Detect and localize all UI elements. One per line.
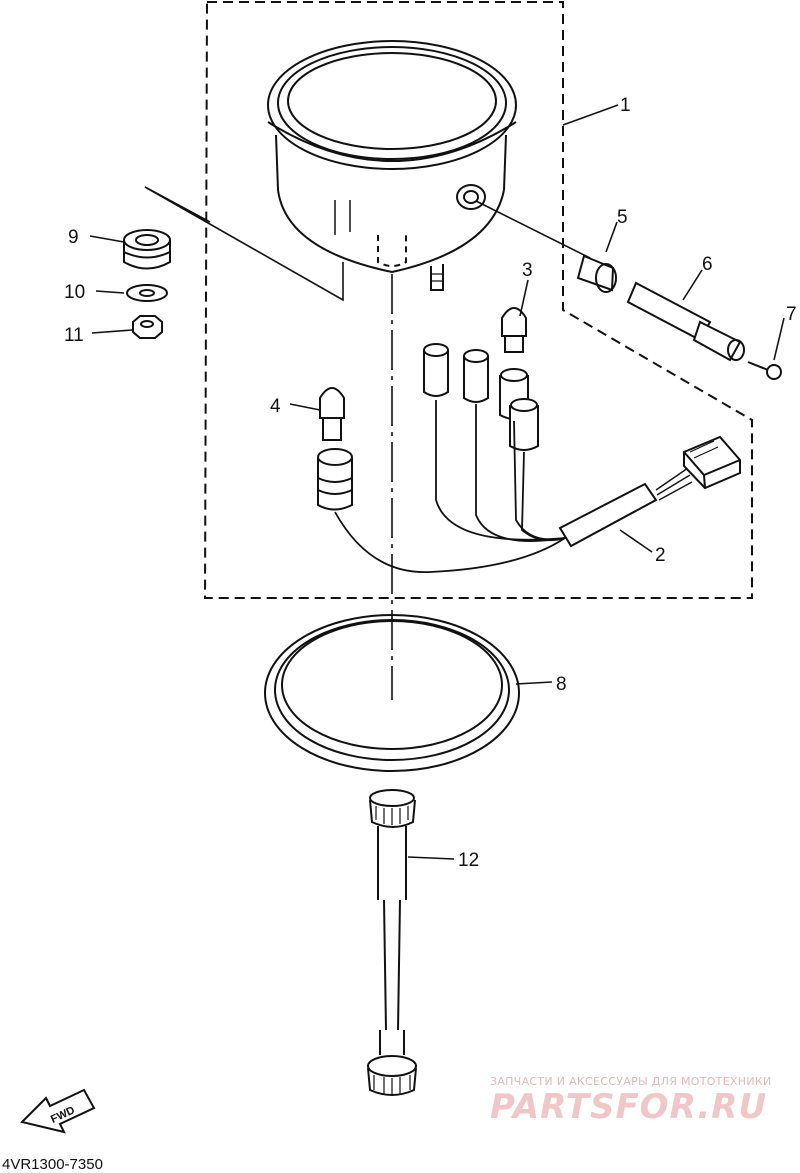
tube — [626, 281, 745, 362]
callout-7: 7 — [786, 304, 797, 325]
callout-2: 2 — [655, 545, 666, 566]
screw — [747, 361, 782, 380]
watermark-tagline: ЗАПЧАСТИ И АКСЕССУАРЫ ДЛЯ МОТОТЕХНИКИ — [490, 1075, 772, 1088]
callout-1: 1 — [620, 95, 631, 116]
leader-lines — [89, 104, 785, 860]
harness-sleeve — [558, 482, 658, 548]
bulb-3 — [501, 307, 527, 353]
callout-9: 9 — [68, 227, 79, 248]
meter-cable — [367, 789, 417, 1096]
callout-4: 4 — [270, 396, 281, 417]
callout-6: 6 — [702, 254, 713, 275]
bulb-4 — [319, 387, 345, 441]
grommet — [123, 229, 171, 270]
callout-11: 11 — [64, 325, 84, 346]
socket-d — [509, 398, 539, 451]
assembly-boundary — [203, 1, 753, 599]
nut — [132, 315, 163, 339]
socket-a — [423, 343, 449, 397]
callout-8: 8 — [556, 674, 567, 695]
socket-large — [317, 448, 353, 511]
washer — [126, 284, 168, 302]
meter-housing — [267, 40, 517, 291]
callout-3: 3 — [522, 260, 533, 281]
callout-5: 5 — [617, 207, 628, 228]
collar — [475, 200, 617, 293]
drawing-code: 4VR1300-7350 — [2, 1156, 103, 1173]
connector — [683, 435, 741, 490]
fwd-arrow-icon — [20, 1088, 96, 1134]
callout-12: 12 — [458, 850, 479, 871]
reference-line — [144, 186, 344, 302]
callout-10: 10 — [64, 282, 85, 303]
watermark-logo: PARTSFOR.RU — [490, 1087, 768, 1127]
socket-b — [463, 349, 489, 403]
wire-harness — [317, 343, 741, 573]
seal-ring — [264, 614, 520, 772]
